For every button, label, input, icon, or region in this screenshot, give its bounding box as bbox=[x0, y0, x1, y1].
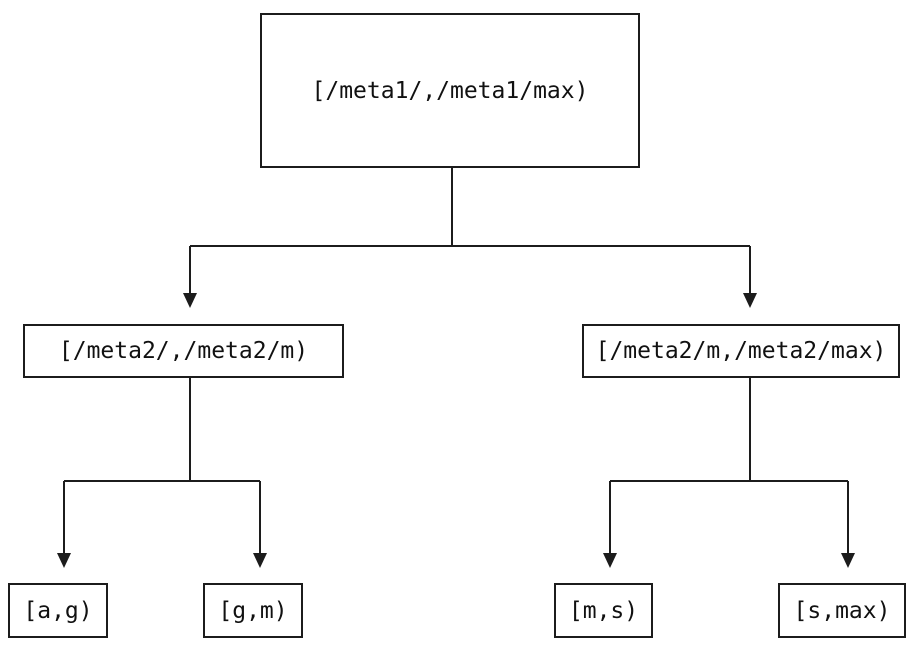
node-root-label: [/meta1/,/meta1/max) bbox=[311, 77, 589, 104]
node-leaf-s-max: [s,max) bbox=[778, 583, 906, 638]
node-leaf-s-max-label: [s,max) bbox=[793, 597, 891, 624]
node-leaf-a-g: [a,g) bbox=[8, 583, 108, 638]
node-root: [/meta1/,/meta1/max) bbox=[260, 13, 640, 168]
arrowhead-down-icon bbox=[253, 553, 267, 568]
node-leaf-g-m: [g,m) bbox=[203, 583, 303, 638]
node-level1-left-label: [/meta2/,/meta2/m) bbox=[58, 338, 309, 364]
arrowhead-down-icon bbox=[603, 553, 617, 568]
arrowhead-down-icon bbox=[183, 293, 197, 308]
arrowhead-down-icon bbox=[57, 553, 71, 568]
node-leaf-m-s: [m,s) bbox=[554, 583, 653, 638]
node-leaf-g-m-label: [g,m) bbox=[218, 597, 288, 624]
node-leaf-m-s-label: [m,s) bbox=[568, 597, 639, 624]
arrowhead-down-icon bbox=[743, 293, 757, 308]
node-level1-right-label: [/meta2/m,/meta2/max) bbox=[595, 338, 887, 364]
node-level1-right: [/meta2/m,/meta2/max) bbox=[582, 324, 900, 378]
node-leaf-a-g-label: [a,g) bbox=[23, 597, 93, 624]
node-level1-left: [/meta2/,/meta2/m) bbox=[23, 324, 344, 378]
arrowhead-down-icon bbox=[841, 553, 855, 568]
